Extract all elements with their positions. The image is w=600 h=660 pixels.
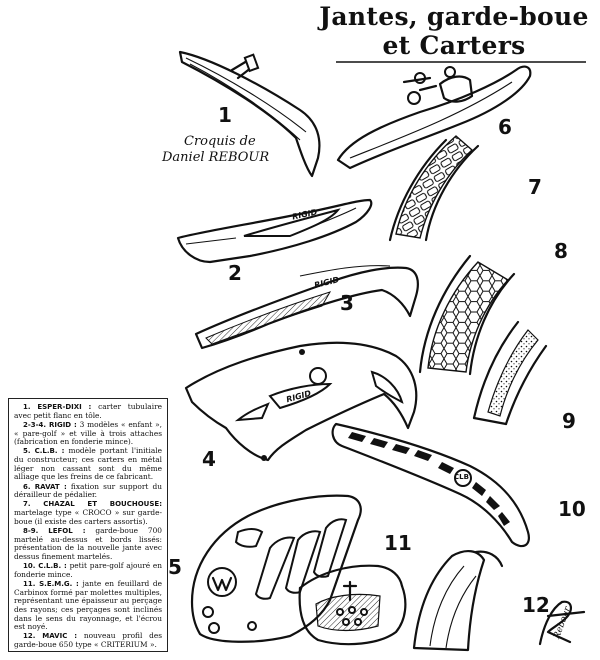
legend-ref-2: 2-3-4. RIGID : <box>23 420 77 429</box>
legend-text-7: petit pare-golf ajouré en fonderie mince… <box>14 561 162 579</box>
page-title-line-2: et Carters <box>382 31 526 60</box>
drawing-number-6: 6 <box>498 115 512 139</box>
legend-entry-4: 6. RAVAT : fixation sur support du dérai… <box>14 481 162 500</box>
marking-clb-10: CLB <box>454 473 469 481</box>
legend-ref-4: 6. RAVAT : <box>23 482 67 491</box>
legend-entry-6: 8-9. LEFOL : garde-boue 700 martelé au-d… <box>14 525 162 562</box>
legend-ref-8: 11. S.E.M.G. : <box>23 579 79 588</box>
legend-text-9: nouveau profil des garde-boue 650 type «… <box>14 631 162 650</box>
legend-text-4: fixation sur support du dérailleur de pé… <box>14 481 162 500</box>
legend-entry-1: 1. ESPER-DIXI : carter tubulaire avec pe… <box>14 402 162 420</box>
legend-text-2: 3 modèles « enfant », « pare-golf » et v… <box>14 419 162 447</box>
drawing-7-chazal-croco-rim <box>388 135 480 242</box>
drawing-number-4: 4 <box>202 447 216 471</box>
legend-ref-5: 7. CHAZAL ET BOUCHOUSE: <box>23 500 162 509</box>
legend-text-3: modèle portant l'initiale du constructeu… <box>14 446 162 482</box>
legend-entry-2: 2-3-4. RIGID : 3 modèles « enfant », « p… <box>14 419 162 447</box>
drawing-10-clb-pare-golf <box>331 422 530 548</box>
legend-entry-3: 5. C.L.B. : modèle portant l'initiale du… <box>14 446 162 482</box>
legend-entry-5: 7. CHAZAL ET BOUCHOUSE: martelage type «… <box>14 500 162 526</box>
legend-entry-7: 10. C.L.B. : petit pare-golf ajouré en f… <box>14 561 162 579</box>
drawing-2-rigid-child-guard <box>176 198 373 264</box>
legend-ref-1: 1. ESPER-DIXI : <box>23 403 92 411</box>
drawing-number-7: 7 <box>528 175 542 199</box>
drawing-12-mavic-mudguard <box>412 550 504 652</box>
drawing-number-3: 3 <box>340 291 354 315</box>
drawing-5-clb-carter <box>190 494 362 643</box>
legend-text-6: garde-boue 700 martelé au-dessus et bord… <box>14 525 162 561</box>
drawing-number-11: 11 <box>384 531 412 555</box>
legend-ref-7: 10. C.L.B. : <box>23 562 67 570</box>
drawing-number-5: 5 <box>168 555 182 579</box>
drawing-number-2: 2 <box>228 261 242 285</box>
drawing-11-semg-rim <box>298 564 407 646</box>
drawing-number-8: 8 <box>554 239 568 263</box>
legend-ref-6: 8-9. LEFOL : <box>23 526 86 535</box>
signature-rebour <box>538 600 586 646</box>
credit-line-2: Daniel REBOUR <box>162 150 270 165</box>
legend-entry-8: 11. S.E.M.G. : jante en feuillard de Car… <box>14 578 163 632</box>
legend-entry-9: 12. MAVIC : nouveau profil des garde-bou… <box>14 632 162 649</box>
drawing-1-esper-dixi-carter <box>178 50 321 178</box>
credit-line-1: Croquis de <box>184 134 256 149</box>
drawing-number-10: 10 <box>558 497 586 521</box>
drawing-4-rigid-ville-guard <box>184 341 418 462</box>
legend-text-8: jante en feuillard de Carbinox formé par… <box>14 578 163 632</box>
drawing-8-lefol-hammered-mudguard <box>418 254 516 376</box>
legend-ref-3: 5. C.L.B. : <box>23 447 65 456</box>
drawing-number-12: 12 <box>522 593 550 617</box>
drawing-number-1: 1 <box>218 103 232 127</box>
legend-ref-9: 12. MAVIC : <box>23 632 78 641</box>
drawing-3-rigid-pare-golf <box>194 265 419 350</box>
drawing-6-ravat-mudguard <box>336 65 532 170</box>
page-title-line-1: Jantes, garde-boue <box>319 2 589 31</box>
legend-text-5: martelage type « CROCO » sur garde-boue … <box>14 508 162 526</box>
drawing-number-9: 9 <box>562 409 576 433</box>
legend-text-1: carter tubulaire avec petit flanc en tôl… <box>14 402 162 420</box>
drawing-9-lefol-new-rim <box>472 320 548 426</box>
legend-box: 1. ESPER-DIXI : carter tubulaire avec pe… <box>8 398 168 652</box>
